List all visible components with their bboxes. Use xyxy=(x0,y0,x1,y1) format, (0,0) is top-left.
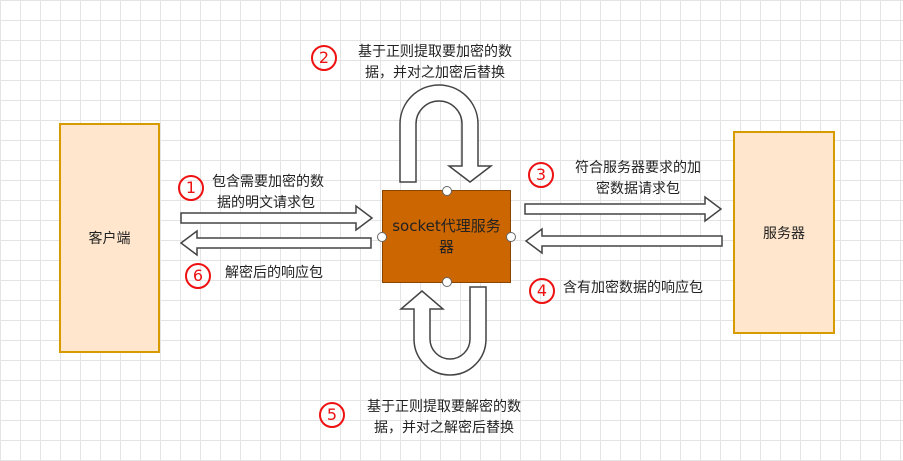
proxy-label: socket代理服务器 xyxy=(392,216,501,256)
step-4-number: 4 xyxy=(529,278,555,304)
step-2-label: 基于正则提取要加密的数 据，并对之加密后替换 xyxy=(345,42,525,84)
step-2-line-1: 基于正则提取要加密的数 xyxy=(358,44,512,60)
step-5-number: 5 xyxy=(319,402,345,428)
step-3-line-2: 密数据请求包 xyxy=(596,181,680,197)
proxy-handle-bottom xyxy=(442,277,452,287)
step-5-line-2: 据，并对之解密后替换 xyxy=(374,420,514,436)
proxy-node: socket代理服务器 xyxy=(382,190,511,283)
client-node: 客户端 xyxy=(59,123,160,353)
server-label: 服务器 xyxy=(763,225,805,242)
step-1-line-2: 据的明文请求包 xyxy=(217,195,315,211)
step-6-line-1: 解密后的响应包 xyxy=(225,265,323,281)
arrow-proxy-to-server xyxy=(524,195,723,223)
proxy-handle-top xyxy=(442,186,452,196)
proxy-handle-right xyxy=(506,232,516,242)
step-1-line-1: 包含需要加密的数 xyxy=(212,174,324,190)
arrow-proxy-to-client xyxy=(179,229,372,257)
step-3-line-1: 符合服务器要求的加 xyxy=(575,160,701,176)
server-node: 服务器 xyxy=(733,131,835,334)
proxy-handle-left xyxy=(377,232,387,242)
arrow-server-to-proxy xyxy=(524,227,723,255)
step-1-label: 包含需要加密的数 据的明文请求包 xyxy=(212,172,324,214)
step-6-number: 6 xyxy=(185,263,211,289)
step-2-line-2: 据，并对之加密后替换 xyxy=(365,65,505,81)
client-label: 客户端 xyxy=(88,231,131,247)
loop-arrow-encrypt xyxy=(399,84,494,183)
loop-arrow-decrypt xyxy=(398,286,487,376)
step-5-label: 基于正则提取要解密的数 据，并对之解密后替换 xyxy=(354,397,534,439)
step-2-number: 2 xyxy=(311,45,337,71)
step-4-label: 含有加密数据的响应包 xyxy=(563,278,703,299)
step-4-line-1: 含有加密数据的响应包 xyxy=(563,280,703,296)
step-3-label: 符合服务器要求的加 密数据请求包 xyxy=(562,158,714,200)
step-1-number: 1 xyxy=(178,175,204,201)
step-3-number: 3 xyxy=(528,162,554,188)
step-6-label: 解密后的响应包 xyxy=(225,263,323,284)
step-5-line-1: 基于正则提取要解密的数 xyxy=(367,399,521,415)
arrow-client-to-proxy xyxy=(180,204,374,232)
